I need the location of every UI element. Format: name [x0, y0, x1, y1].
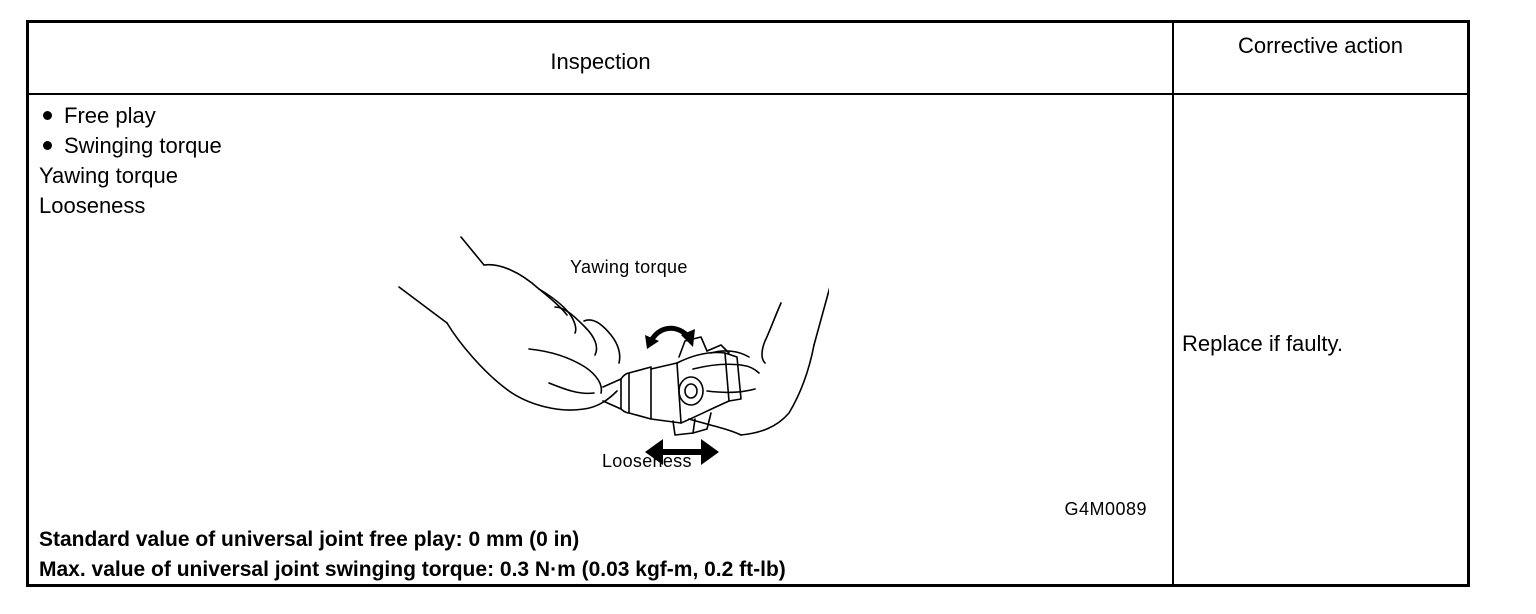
list-item-swinging-torque: Swinging torque	[39, 131, 222, 161]
inspection-table: Inspection Corrective action Free play S…	[26, 20, 1470, 587]
line-looseness: Looseness	[39, 193, 146, 218]
line-yawing-torque: Yawing torque	[39, 163, 179, 188]
figure-code: G4M0089	[1064, 499, 1147, 519]
bullet-icon	[43, 111, 52, 121]
bullet-icon	[43, 141, 52, 151]
universal-joint-illustration	[389, 223, 832, 483]
list-item-free-play: Free play	[39, 101, 222, 131]
spec-free-play: Standard value of universal joint free p…	[39, 528, 580, 551]
corrective-action-text: Replace if faulty.	[1182, 331, 1344, 356]
inspection-items: Free play Swinging torque Yawing torque …	[39, 101, 222, 221]
spec-swinging-torque: Max. value of universal joint swinging t…	[39, 558, 786, 581]
header-corrective-action: Corrective action	[1237, 33, 1404, 58]
header-inspection: Inspection	[550, 49, 651, 74]
hands-joint-drawing	[398, 236, 832, 465]
column-divider	[1172, 23, 1174, 584]
figure-label-yawing-torque: Yawing torque	[570, 257, 688, 277]
figure-label-looseness: Looseness	[602, 451, 692, 471]
header-divider	[29, 93, 1467, 95]
